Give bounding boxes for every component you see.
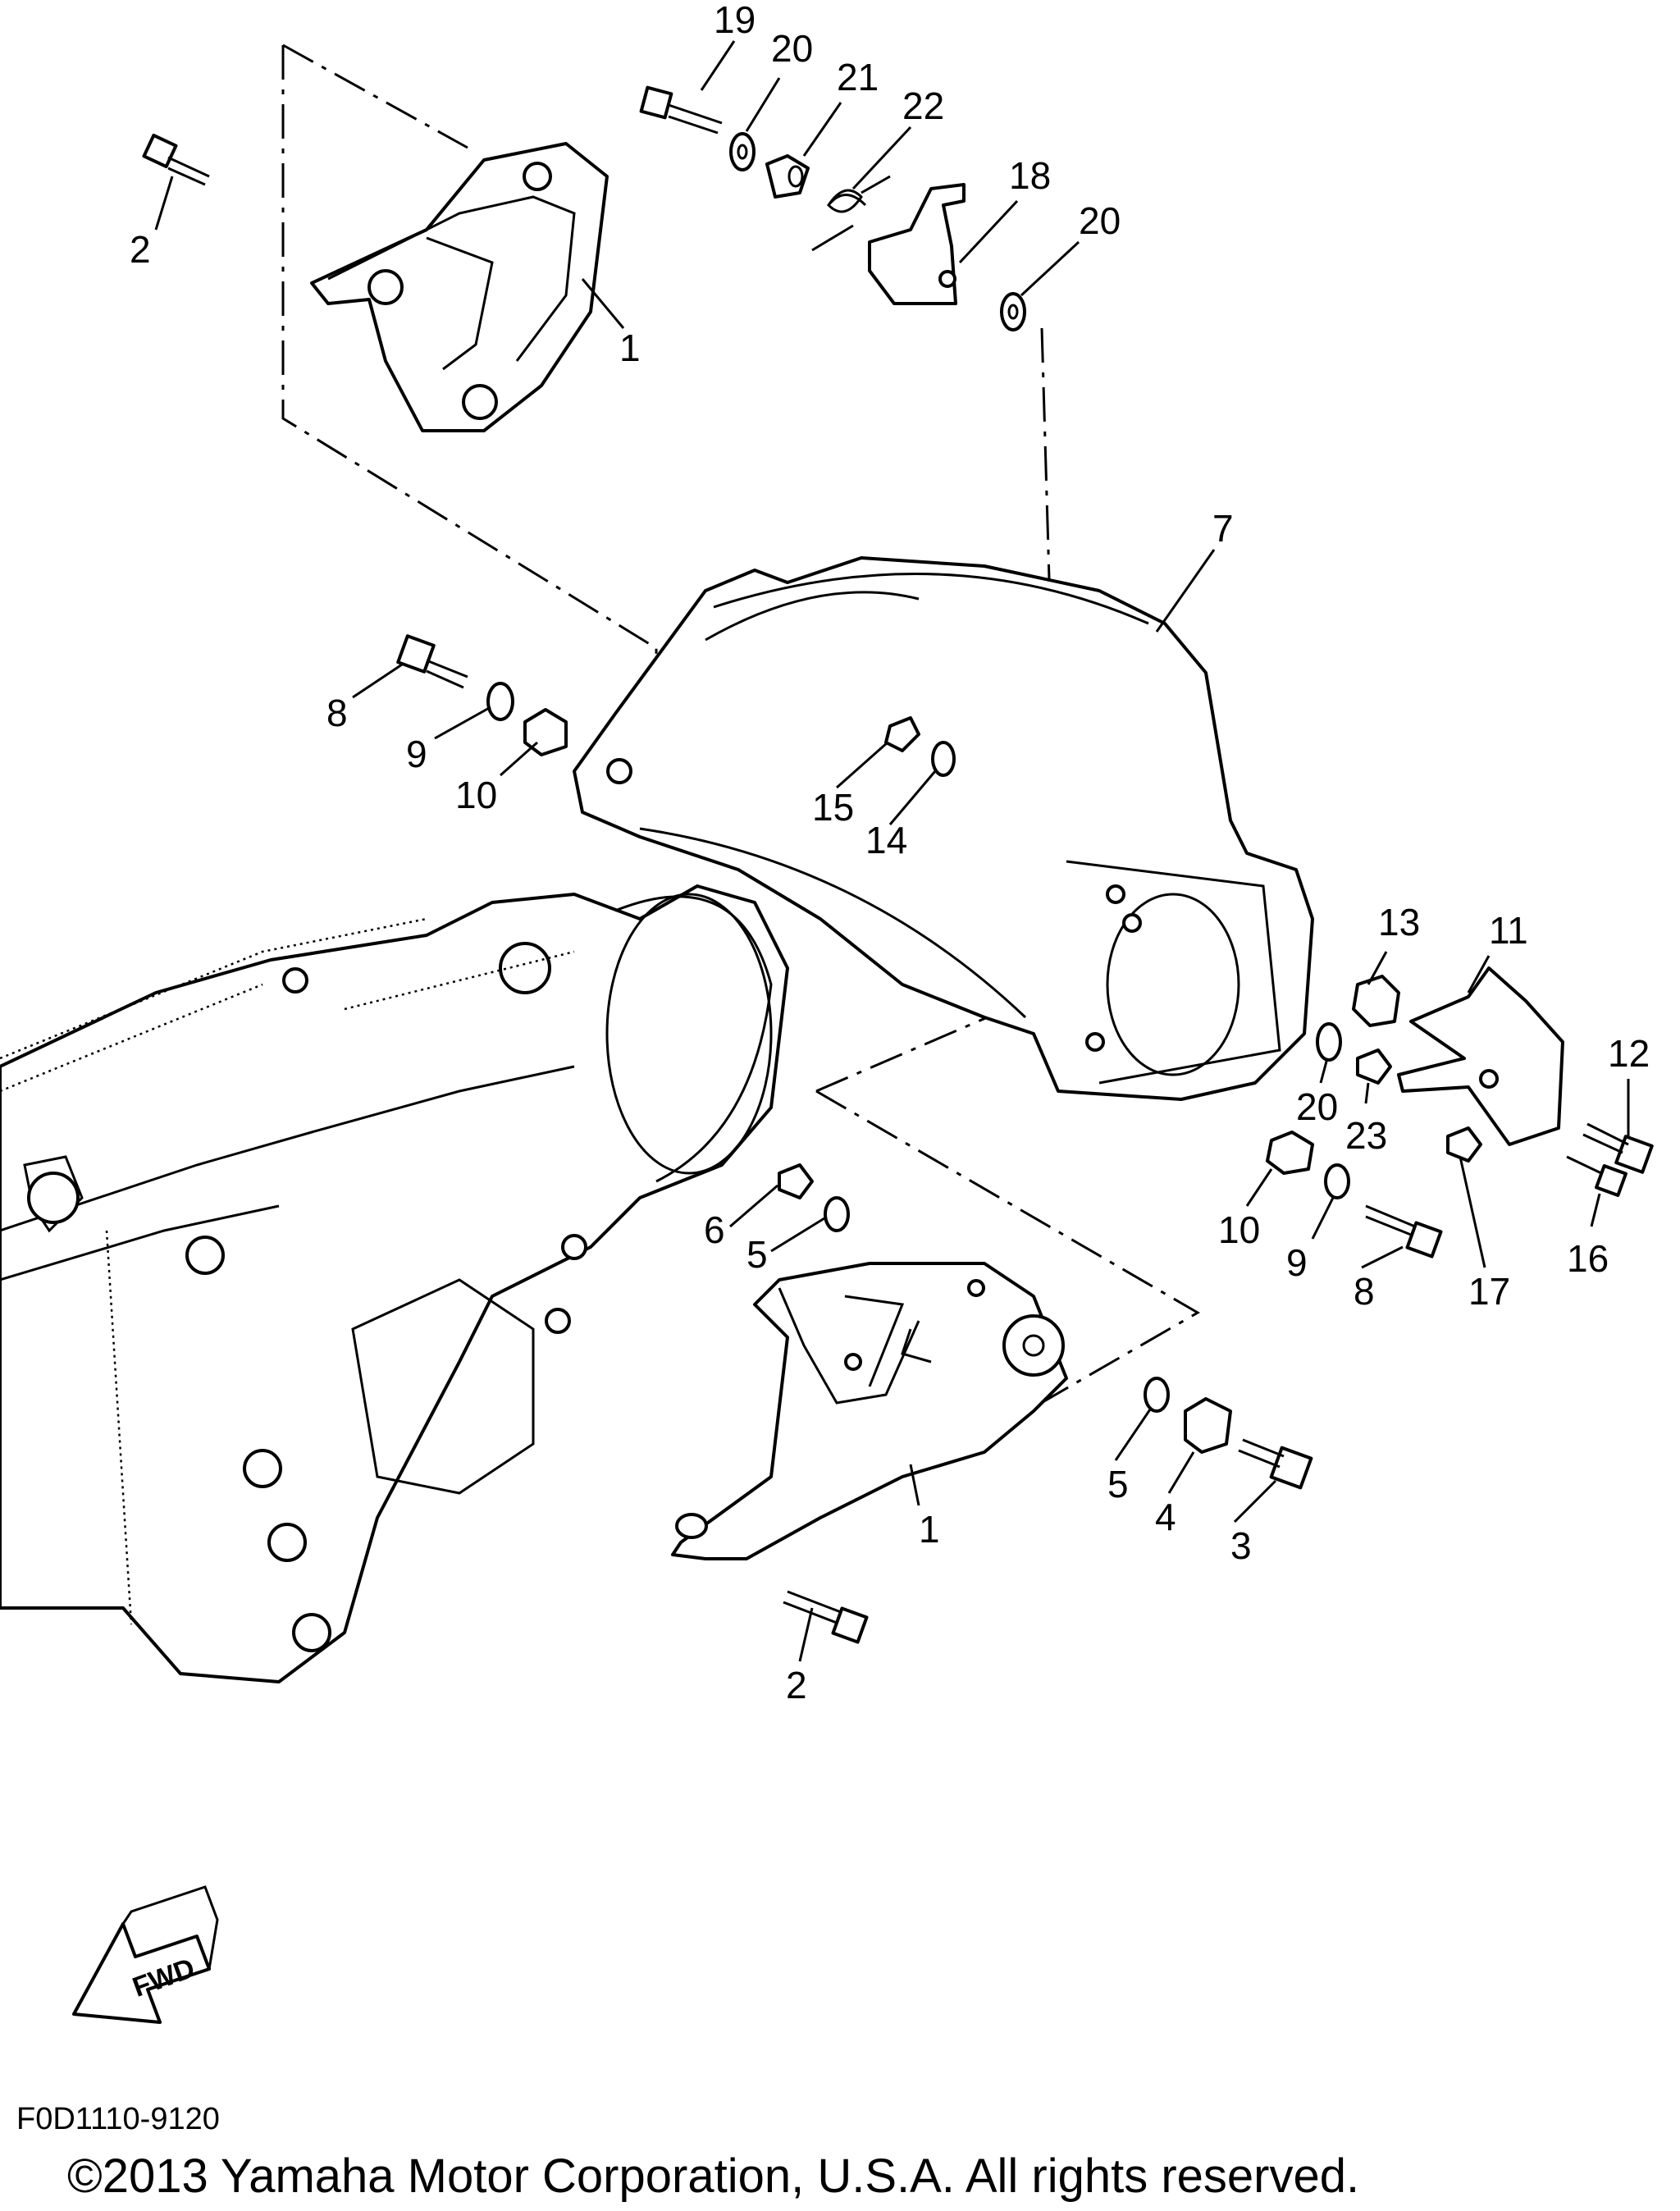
- callout-14: 14: [865, 819, 907, 861]
- figure-code: F0D1110-9120: [16, 2102, 220, 2136]
- callout-21: 21: [837, 56, 879, 98]
- callout-19: 19: [714, 0, 756, 41]
- jet-housing-frame: [573, 556, 1314, 1101]
- callout-1: 1: [919, 1508, 940, 1551]
- callout-16: 16: [1567, 1237, 1609, 1280]
- callout-8: 8: [326, 692, 348, 734]
- upper-mount-bracket: [310, 142, 609, 432]
- callout-5: 5: [746, 1233, 768, 1276]
- callout-22: 22: [902, 85, 944, 127]
- callout-9: 9: [406, 733, 427, 775]
- upper-hardware: [142, 85, 1026, 331]
- callout-7: 7: [1212, 507, 1234, 550]
- callout-18: 18: [1009, 154, 1051, 197]
- callout-17: 17: [1468, 1270, 1510, 1313]
- copyright-notice: ©2013 Yamaha Motor Corporation, U.S.A. A…: [67, 2149, 1359, 2203]
- callout-labels: 19 20 21 22 18 20 2 1 7 8 9 10 15 14 13 …: [130, 0, 1650, 1706]
- callout-13: 13: [1378, 901, 1420, 943]
- lower-hardware: [778, 1163, 1313, 1644]
- callout-6: 6: [704, 1208, 725, 1251]
- callout-2: 2: [786, 1664, 807, 1706]
- callout-10: 10: [1218, 1208, 1260, 1251]
- pump-assembly: [0, 884, 789, 1683]
- callout-leaders: [154, 40, 1630, 1662]
- callout-1: 1: [619, 327, 641, 369]
- callout-5: 5: [1107, 1463, 1129, 1505]
- callout-10: 10: [455, 774, 497, 816]
- middle-hardware: [396, 634, 956, 777]
- forward-direction-arrow: FWD: [72, 1885, 219, 2024]
- callout-8: 8: [1354, 1270, 1375, 1313]
- lower-mount-bracket: [671, 1262, 1068, 1560]
- callout-20: 20: [1079, 199, 1121, 242]
- right-hardware: [1266, 966, 1654, 1259]
- callout-2: 2: [130, 228, 151, 271]
- callout-12: 12: [1608, 1032, 1650, 1075]
- callout-23: 23: [1345, 1114, 1387, 1157]
- callout-15: 15: [812, 786, 854, 829]
- callout-3: 3: [1230, 1524, 1252, 1567]
- callout-20: 20: [771, 27, 813, 70]
- callout-20: 20: [1296, 1085, 1338, 1128]
- callout-9: 9: [1286, 1241, 1308, 1284]
- callout-4: 4: [1155, 1496, 1176, 1538]
- callout-11: 11: [1489, 909, 1528, 952]
